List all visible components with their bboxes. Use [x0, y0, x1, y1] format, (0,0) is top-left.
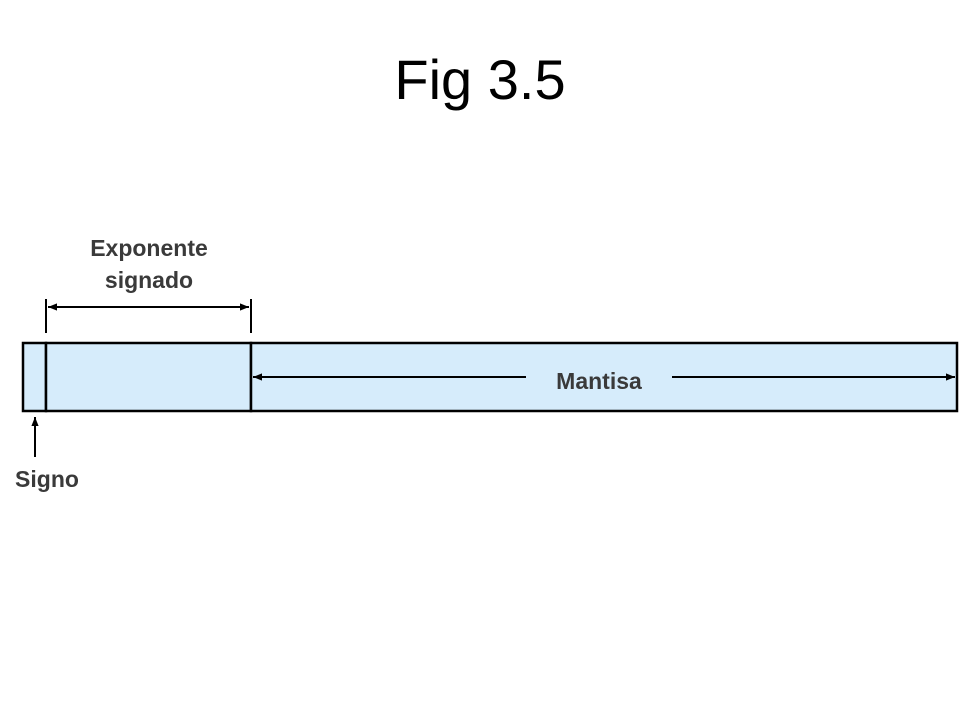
sign-label: Signo: [15, 466, 79, 492]
sign-bit-field: [21, 341, 48, 413]
exponent-label-line2: signado: [105, 267, 193, 293]
figure-title: Fig 3.5: [394, 48, 566, 111]
exponent-field: [44, 341, 253, 413]
exponent-label-line1: Exponente: [90, 235, 208, 261]
mantissa-label: Mantisa: [556, 368, 642, 394]
mantissa-label-background: [526, 360, 672, 402]
